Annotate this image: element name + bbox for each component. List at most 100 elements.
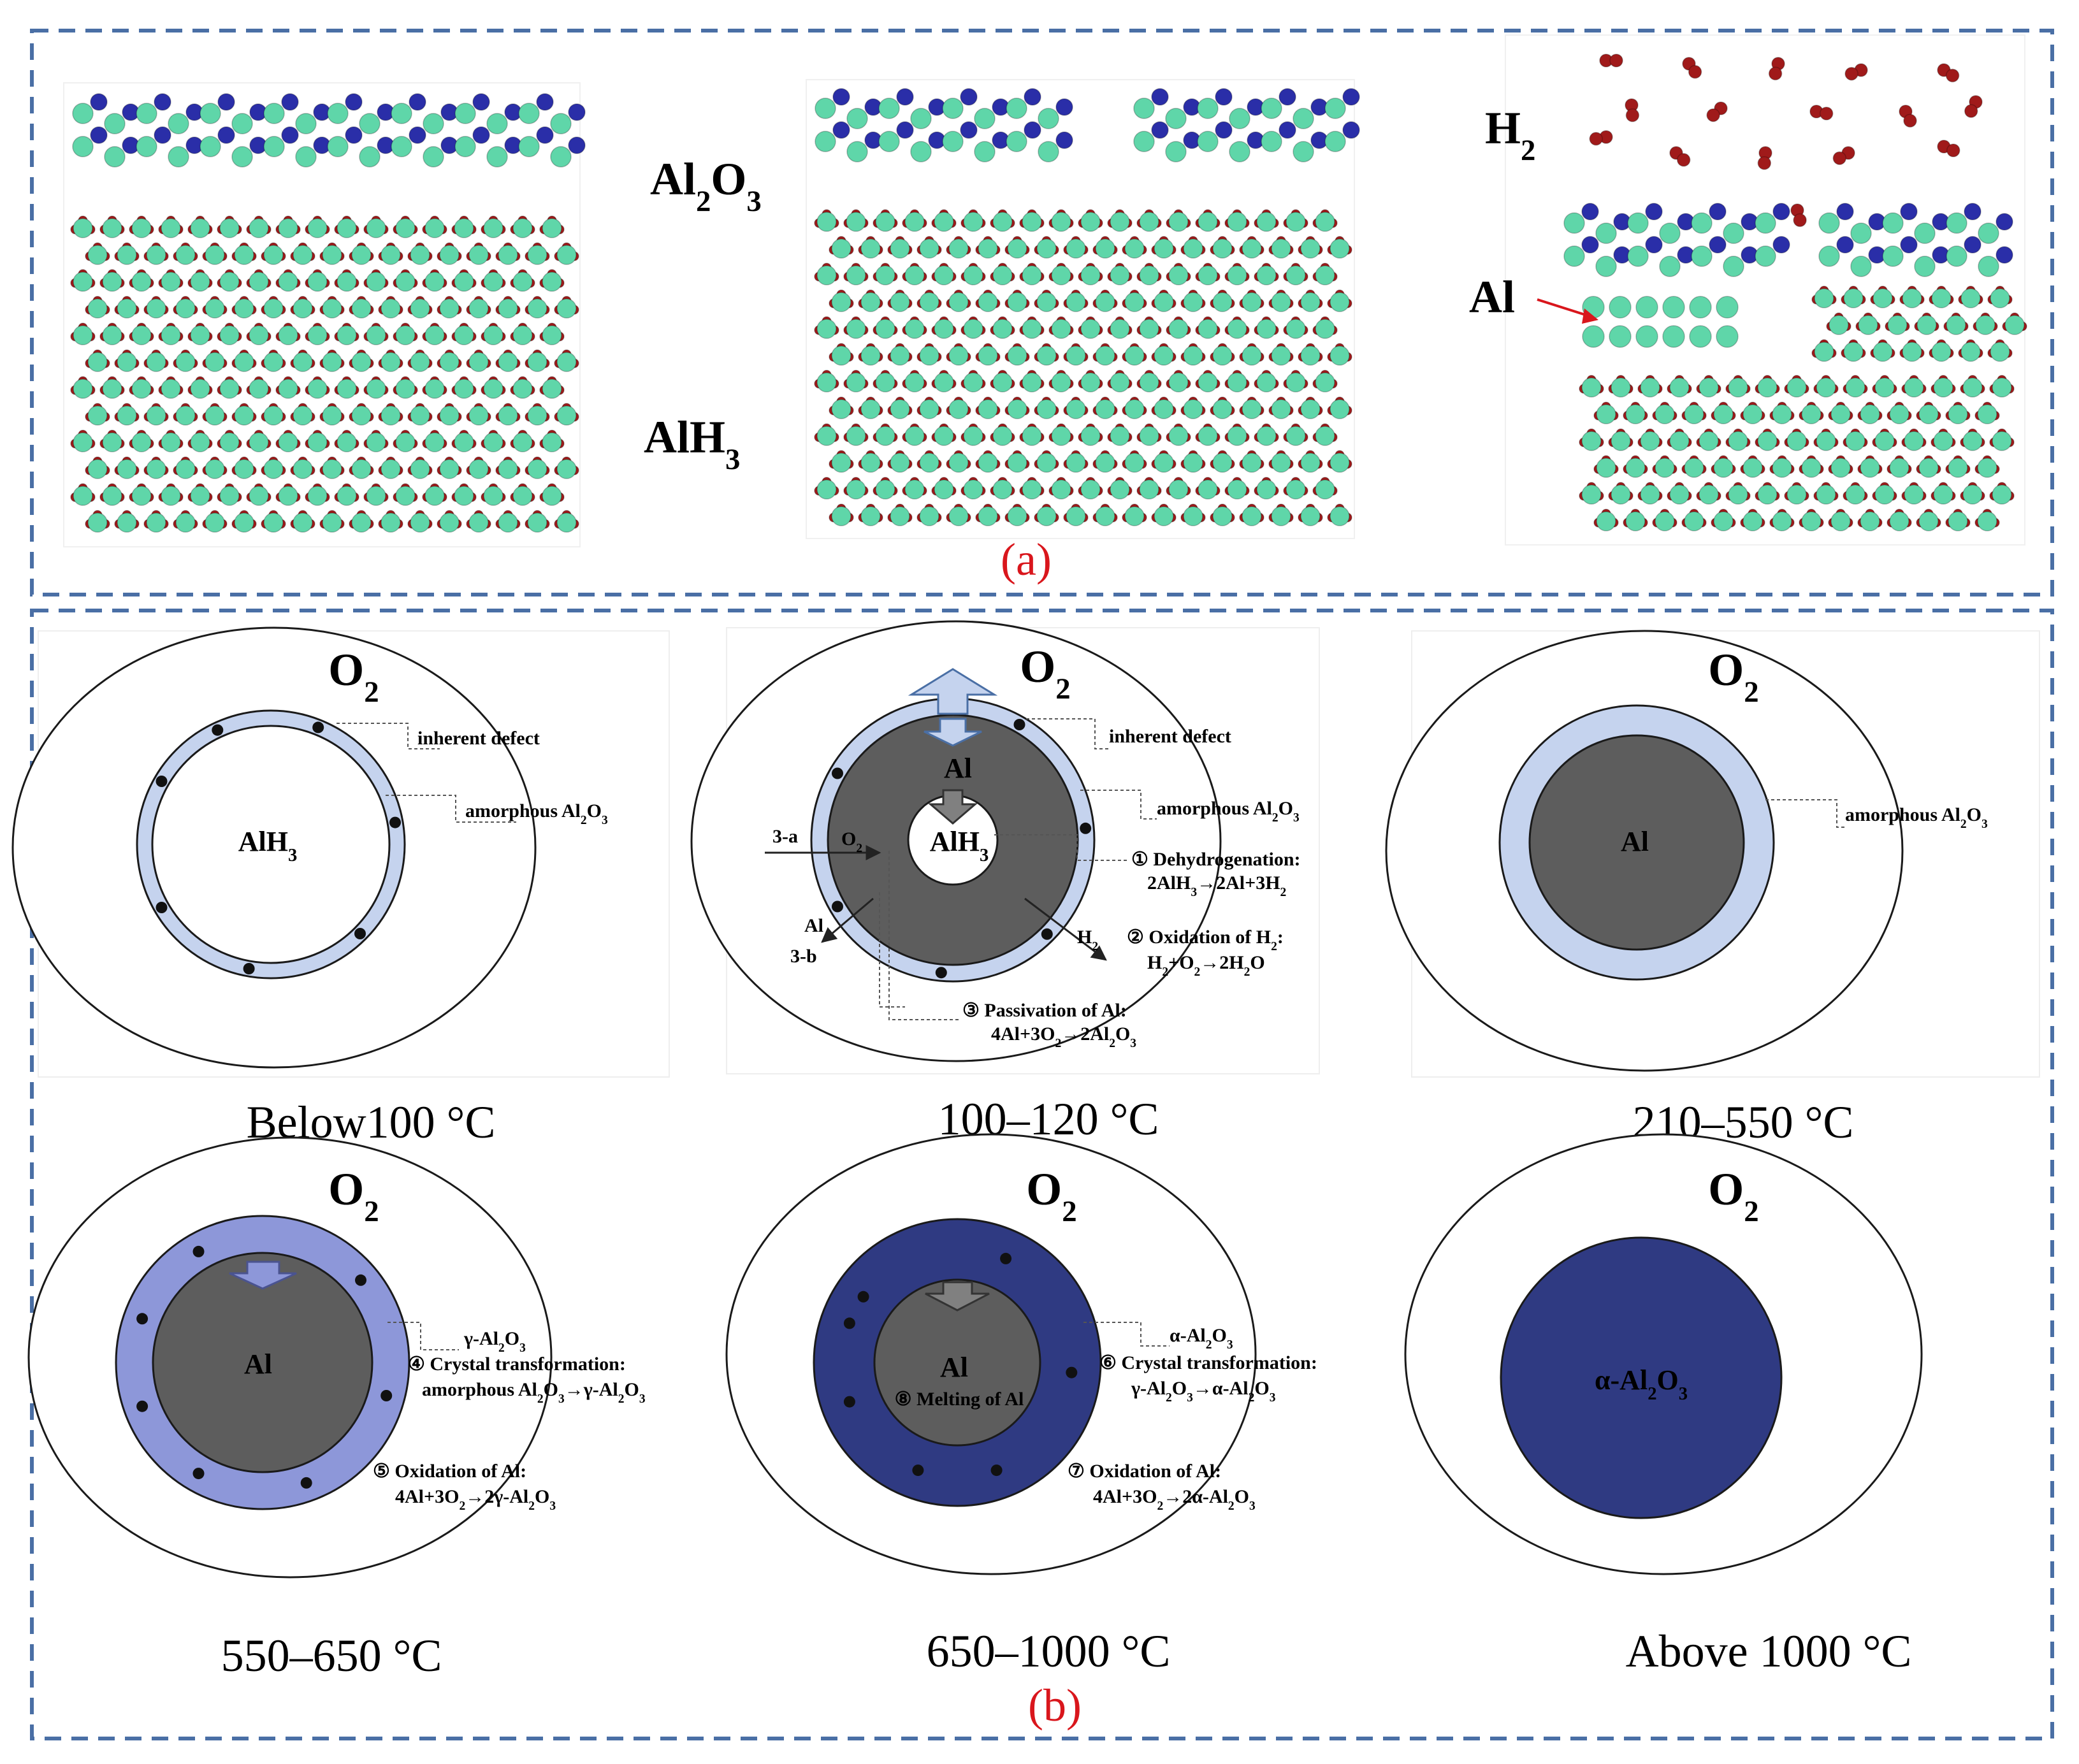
aluminum-atom <box>87 459 108 479</box>
aluminum-atom <box>1699 377 1719 398</box>
aluminum-atom <box>1256 319 1277 339</box>
aluminum-atom <box>1742 404 1763 424</box>
stage4-step5-title: ⑤ Oxidation of Al: <box>373 1461 526 1482</box>
aluminum-atom <box>1198 372 1218 393</box>
aluminum-atom <box>542 218 562 238</box>
defect-dot <box>912 1464 924 1477</box>
hydrogen-atom <box>1903 113 1917 128</box>
aluminum-atom <box>1662 325 1685 348</box>
aluminum-atom <box>1992 484 2012 505</box>
aluminum-atom <box>934 319 954 339</box>
aluminum-atom <box>117 459 137 479</box>
defect-dot <box>1041 928 1053 940</box>
aluminum-atom <box>278 432 298 452</box>
aluminum-atom <box>307 379 328 399</box>
aluminum-atom <box>1814 342 1834 362</box>
aluminum-atom <box>1124 399 1145 419</box>
aluminum-atom <box>948 399 969 419</box>
aluminum-atom <box>102 271 122 292</box>
aluminum-atom <box>1850 222 1872 244</box>
aluminum-atom <box>527 352 547 372</box>
aluminum-atom <box>1933 484 1953 505</box>
aluminum-atom <box>1669 431 1690 451</box>
aluminum-atom <box>1229 141 1250 163</box>
aluminum-atom <box>117 512 137 533</box>
aluminum-atom <box>1183 399 1203 419</box>
aluminum-atom <box>1212 452 1233 473</box>
aluminum-atom <box>1843 342 1864 362</box>
aluminum-atom <box>1051 212 1071 232</box>
aluminum-atom <box>1198 212 1218 232</box>
aluminum-atom <box>556 512 577 533</box>
aluminum-atom <box>146 405 166 426</box>
aluminum-atom <box>1640 484 1660 505</box>
aluminum-atom <box>1095 292 1115 312</box>
aluminum-atom <box>1946 212 1967 234</box>
aluminum-atom <box>846 265 866 286</box>
aluminum-atom <box>87 298 108 319</box>
aluminum-atom <box>512 379 533 399</box>
aluminum-atom <box>337 325 357 345</box>
aluminum-atom <box>454 218 474 238</box>
stage2-al-out: Al <box>804 915 823 936</box>
aluminum-atom <box>1845 377 1865 398</box>
aluminum-atom <box>1315 372 1335 393</box>
aluminum-atom <box>1256 265 1277 286</box>
oxygen-atom <box>1900 236 1918 254</box>
aluminum-atom <box>1133 98 1155 119</box>
aluminum-atom <box>1133 131 1155 152</box>
aluminum-atom <box>1933 431 1953 451</box>
stage2-leader-defect <box>1026 718 1109 749</box>
aluminum-atom <box>1168 372 1189 393</box>
oxygen-atom <box>472 126 490 144</box>
aluminum-atom <box>1860 511 1880 531</box>
aluminum-atom <box>322 405 342 426</box>
aluminum-atom <box>512 486 533 506</box>
aluminum-atom <box>175 298 196 319</box>
aluminum-atom <box>1818 245 1840 267</box>
aluminum-atom <box>234 245 254 265</box>
aluminum-atom <box>351 298 372 319</box>
aluminum-atom <box>518 103 540 124</box>
aluminum-atom <box>1261 98 1282 119</box>
aluminum-atom <box>1916 315 1937 335</box>
aluminum-atom <box>904 479 925 500</box>
aluminum-atom <box>860 452 881 473</box>
stage2-step3-eq: 4Al+3O2→2Al2O3 <box>991 1023 1136 1050</box>
aluminum-atom <box>249 432 269 452</box>
aluminum-atom <box>512 271 533 292</box>
panel-a-label: (a) <box>1001 534 1052 585</box>
aluminum-atom <box>1066 452 1086 473</box>
aluminum-atom <box>1212 292 1233 312</box>
stage2-inward-arrow <box>924 718 982 747</box>
aluminum-atom <box>1992 431 2012 451</box>
aluminum-atom <box>322 245 342 265</box>
aluminum-atom <box>468 459 489 479</box>
aluminum-atom <box>87 245 108 265</box>
aluminum-atom <box>1271 345 1291 366</box>
aluminum-atom <box>542 325 562 345</box>
aluminum-atom <box>527 298 547 319</box>
oxygen-atom <box>832 121 850 139</box>
aluminum-atom <box>1977 404 1997 424</box>
aluminum-atom <box>934 212 954 232</box>
aluminum-atom <box>483 325 503 345</box>
aluminum-atom <box>1946 245 1967 267</box>
aluminum-atom <box>231 146 253 168</box>
aluminum-atom <box>1563 245 1585 267</box>
aluminum-atom <box>542 271 562 292</box>
aluminum-atom <box>468 298 489 319</box>
aluminum-atom <box>992 426 1013 446</box>
panel-a-frame <box>30 29 2054 596</box>
aluminum-atom <box>948 292 969 312</box>
aluminum-atom <box>860 238 881 259</box>
aluminum-atom <box>322 352 342 372</box>
aluminum-atom <box>1962 377 1983 398</box>
aluminum-atom <box>1742 511 1763 531</box>
stage2-note-amorphous: amorphous Al2O3 <box>1157 798 1300 825</box>
aluminum-atom <box>1095 399 1115 419</box>
aluminum-atom <box>131 486 152 506</box>
aluminum-atom <box>815 98 836 119</box>
aluminum-atom <box>890 292 910 312</box>
aluminum-atom <box>395 218 416 238</box>
